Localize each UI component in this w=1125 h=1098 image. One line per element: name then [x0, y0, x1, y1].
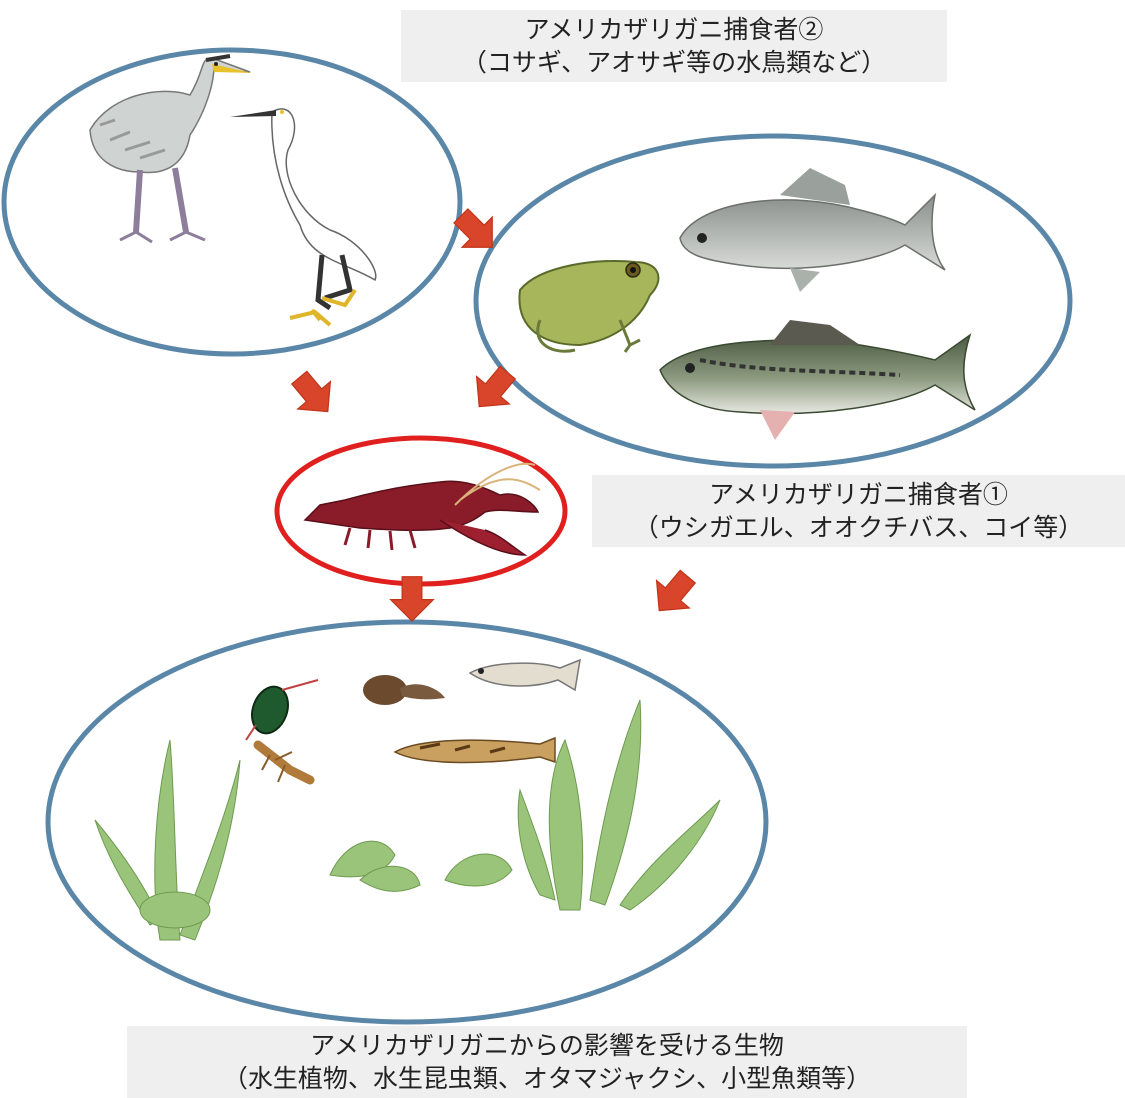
arrow-fish-to-crayfish: [463, 359, 524, 420]
arrow-birds-to-crayfish: [283, 364, 344, 425]
carp-icon: [680, 168, 945, 292]
diving-beetle-icon: [246, 680, 318, 740]
birds-ellipse: [4, 50, 460, 354]
affected-organisms-ellipse: [48, 622, 766, 1022]
predators-1-examples: （ウシガエル、オオクチバス、コイ等）: [592, 511, 1125, 544]
heron-icon: [90, 56, 252, 242]
affected-organisms-examples: （水生植物、水生昆虫類、オタマジャクシ、小型魚類等）: [127, 1062, 967, 1095]
insect-larva-icon: [258, 745, 310, 782]
egret-icon: [230, 109, 376, 325]
bullfrog-icon: [519, 261, 658, 352]
predators-2-label: アメリカザリガニ捕食者② （コサギ、アオサギ等の水鳥類など）: [401, 10, 947, 82]
predators-1-title: アメリカザリガニ捕食者①: [592, 478, 1125, 511]
medaka-icon: [470, 660, 580, 690]
affected-organisms-title: アメリカザリガニからの影響を受ける生物: [127, 1029, 967, 1062]
predators-2-examples: （コサギ、アオサギ等の水鳥類など）: [401, 46, 947, 79]
loach-icon: [395, 738, 555, 762]
largemouth-bass-icon: [660, 320, 975, 440]
predators-2-title: アメリカザリガニ捕食者②: [401, 13, 947, 46]
aquatic-plant-icon: [95, 700, 720, 940]
tadpole-icon: [363, 675, 445, 705]
affected-organisms-label: アメリカザリガニからの影響を受ける生物 （水生植物、水生昆虫類、オタマジャクシ、…: [127, 1026, 967, 1098]
crayfish-icon: [305, 464, 540, 555]
predators-1-label: アメリカザリガニ捕食者① （ウシガエル、オオクチバス、コイ等）: [592, 475, 1125, 547]
arrow-fish-to-affected: [643, 563, 704, 624]
